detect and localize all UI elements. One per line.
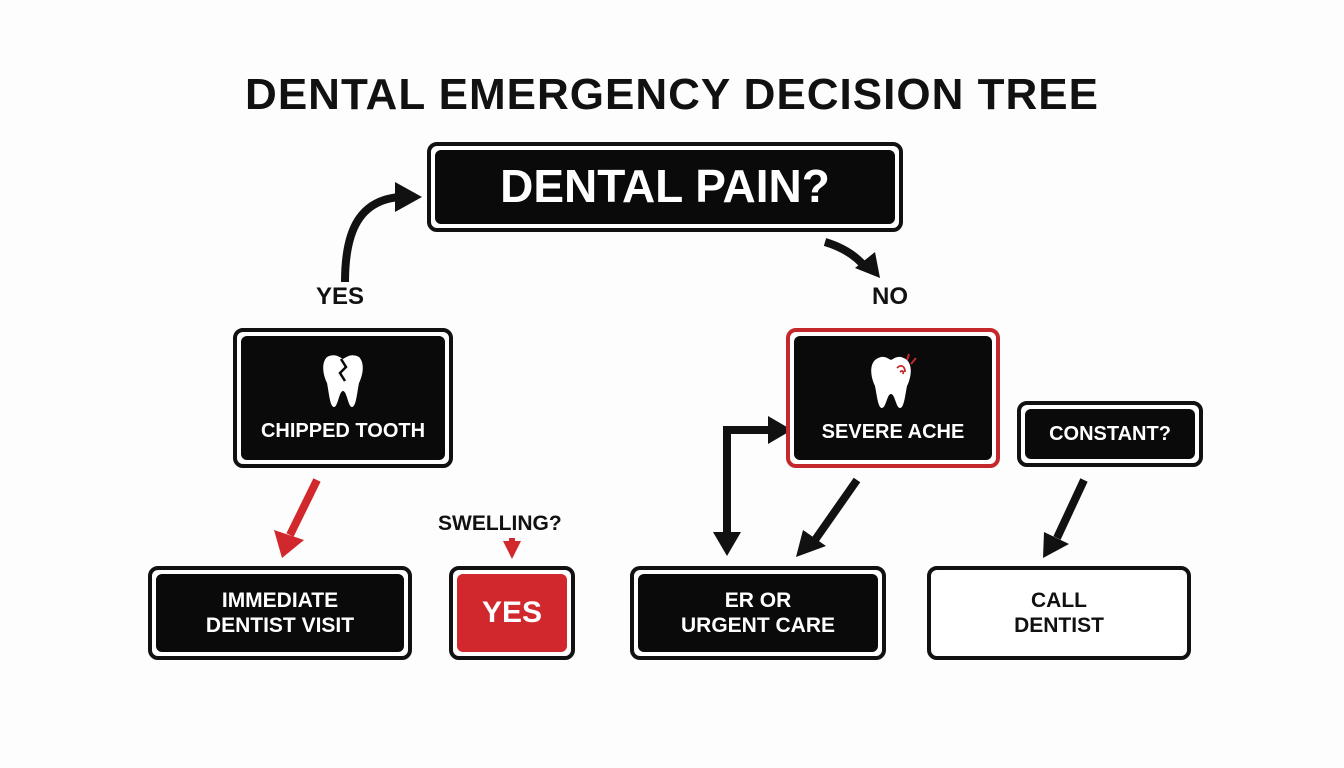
node-yes-swelling: YES	[449, 566, 575, 660]
aching-tooth-icon	[871, 353, 917, 408]
node-yes-label: YES	[481, 596, 543, 629]
arrow-swelling-head	[503, 541, 521, 559]
edge-label-no: NO	[872, 283, 908, 310]
node-chipped-tooth: CHIPPED TOOTH	[233, 328, 453, 468]
arrow-constant-to-call	[1053, 478, 1088, 540]
node-call-line1: CALL	[1031, 588, 1087, 612]
arrow-yes-head	[395, 182, 422, 212]
node-er-line2: URGENT CARE	[680, 614, 835, 637]
node-constant-label: CONSTANT?	[1049, 423, 1171, 445]
node-dental-pain: DENTAL PAIN?	[427, 142, 903, 232]
node-severe-ache: SEVERE ACHE	[786, 328, 1000, 468]
edge-label-swelling: SWELLING?	[438, 512, 562, 535]
node-er-line1: ER OR	[724, 588, 792, 612]
arrow-loop-head-down	[713, 532, 741, 556]
node-immediate-line1: IMMEDIATE	[221, 588, 339, 612]
arrow-chipped-to-immediate	[286, 478, 321, 537]
diagram-title: DENTAL EMERGENCY DECISION TREE	[245, 70, 1099, 119]
arrow-er-severe-loop	[723, 426, 770, 532]
node-dental-pain-label: DENTAL PAIN?	[500, 160, 830, 213]
arrow-no-head	[855, 252, 880, 278]
arrow-red-head	[274, 530, 304, 558]
node-call-line2: DENTIST	[1014, 614, 1104, 637]
arrow-yes-to-root	[341, 193, 401, 283]
node-constant: CONSTANT?	[1017, 401, 1203, 467]
arrow-severe-to-er	[811, 477, 861, 543]
node-severe-ache-label: SEVERE ACHE	[821, 421, 965, 443]
edge-label-yes: YES	[316, 283, 365, 310]
node-call-dentist: CALL DENTIST	[927, 566, 1191, 660]
node-immediate-line2: DENTIST VISIT	[205, 614, 355, 637]
node-er-urgent-care: ER OR URGENT CARE	[630, 566, 886, 660]
arrow-loop-head-right	[768, 416, 792, 444]
cracked-tooth-icon	[323, 355, 363, 407]
node-chipped-tooth-label: CHIPPED TOOTH	[260, 420, 426, 442]
node-immediate-dentist-visit: IMMEDIATE DENTIST VISIT	[148, 566, 412, 660]
arrow-root-to-no	[823, 238, 870, 271]
